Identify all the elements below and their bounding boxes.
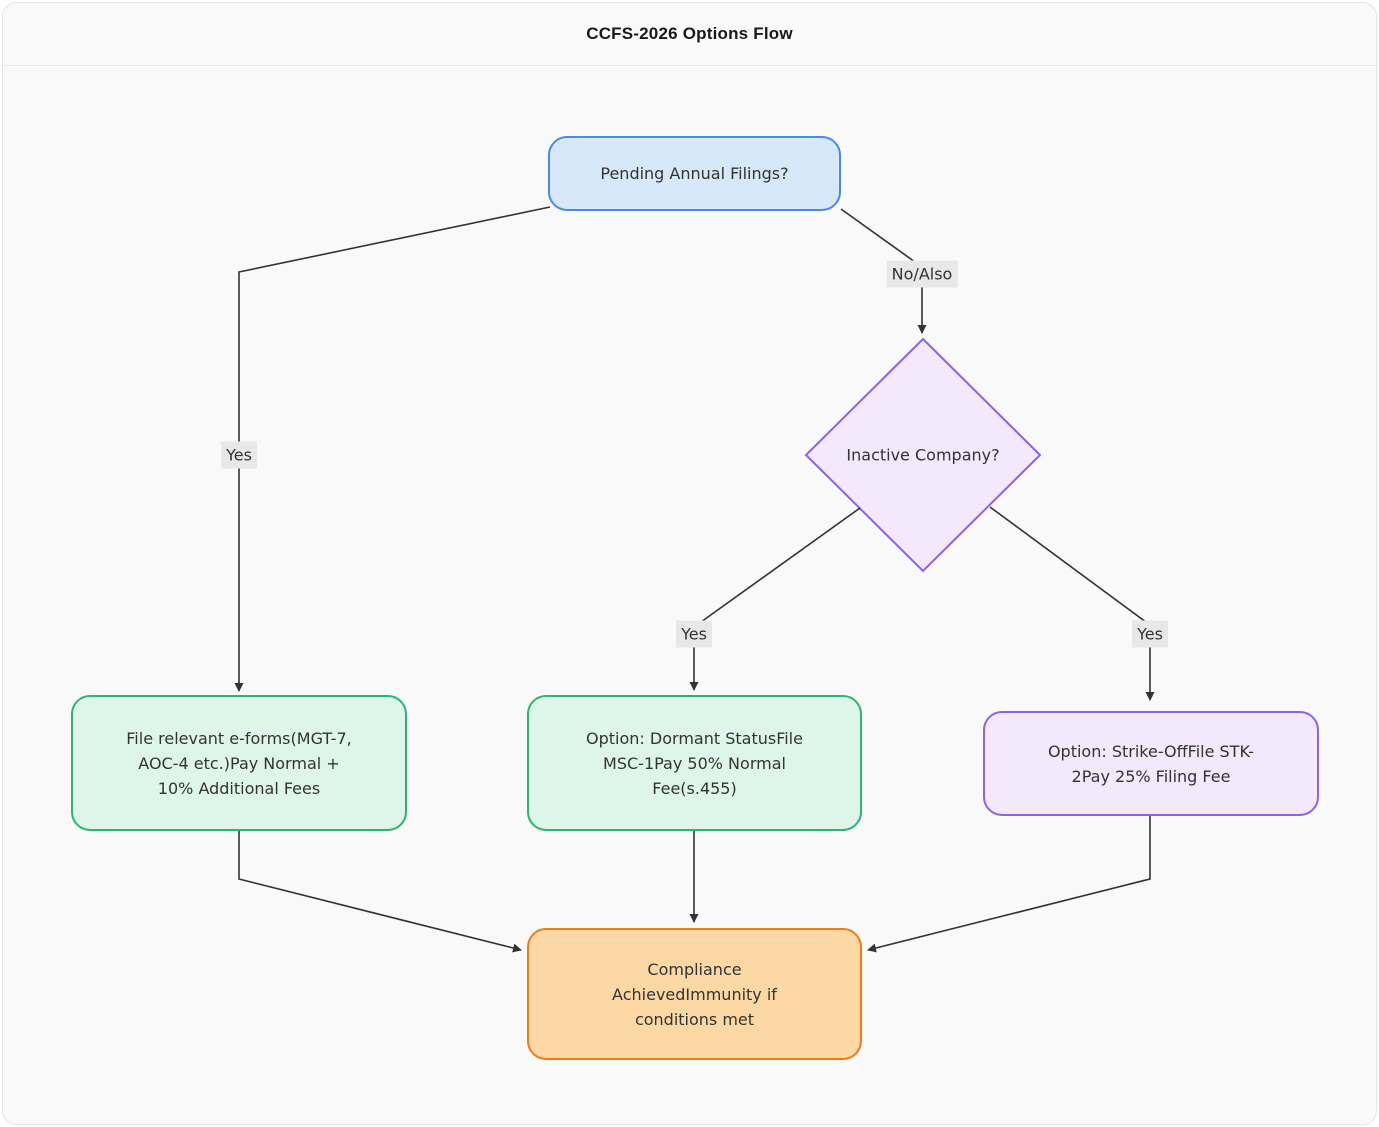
edge-label-no-also: No/Also <box>886 260 958 288</box>
edge-strike-off-to-compliance <box>867 816 1151 953</box>
edge-label-yes-right: Yes <box>1132 620 1168 648</box>
node-pending-annual-filings: Pending Annual Filings? <box>548 136 841 211</box>
node-inactive-company-label: Inactive Company? <box>846 445 1000 465</box>
page-title: CCFS-2026 Options Flow <box>586 24 793 43</box>
header-bar: CCFS-2026 Options Flow <box>3 3 1376 66</box>
edge-label-yes-center: Yes <box>676 620 712 648</box>
node-pending-annual-filings-label: Pending Annual Filings? <box>600 164 789 183</box>
edge-inactive-to-dormant <box>689 507 861 691</box>
edge-label-yes-left: Yes <box>221 441 257 469</box>
node-option-dormant-status-label: Option: Dormant StatusFile MSC-1Pay 50% … <box>586 728 803 798</box>
flowchart-edges-layer <box>234 206 1155 953</box>
flowchart-diagram: Pending Annual Filings? Inactive Company… <box>3 3 1376 1124</box>
node-file-relevant-eforms: File relevant e-forms(MGT-7, AOC-4 etc.)… <box>71 695 407 831</box>
node-option-strike-off-label: Option: Strike-OffFile STK-2Pay 25% Fili… <box>1047 741 1255 786</box>
node-file-relevant-eforms-label: File relevant e-forms(MGT-7, AOC-4 etc.)… <box>126 728 352 798</box>
edge-pending-to-file-forms <box>234 206 551 692</box>
node-compliance-achieved: Compliance AchievedImmunity if condition… <box>527 928 862 1060</box>
node-option-strike-off: Option: Strike-OffFile STK-2Pay 25% Fili… <box>983 711 1319 816</box>
edge-inactive-to-strike-off <box>989 506 1155 701</box>
node-option-dormant-status: Option: Dormant StatusFile MSC-1Pay 50% … <box>527 695 862 831</box>
node-inactive-company-diamond <box>804 337 1042 573</box>
node-compliance-achieved-label: Compliance AchievedImmunity if condition… <box>612 959 777 1029</box>
edge-file-forms-to-compliance <box>238 831 522 953</box>
